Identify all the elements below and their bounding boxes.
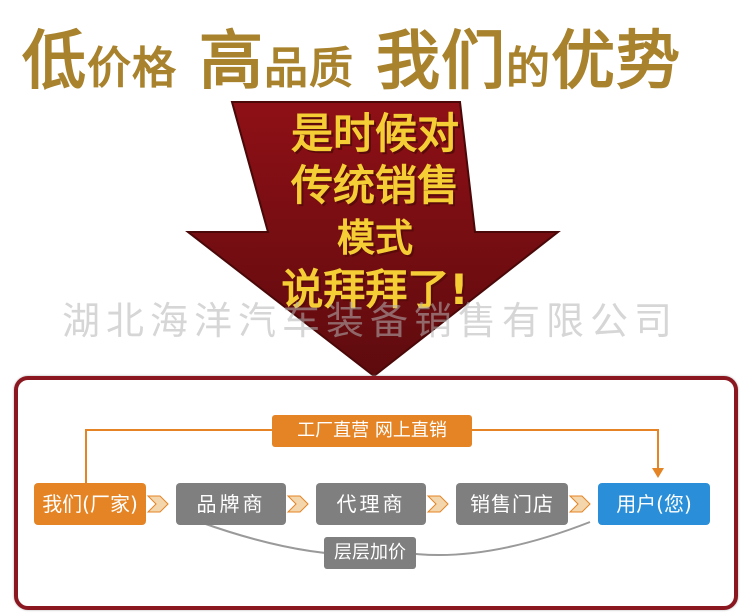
direct-sale-label: 工厂直营 网上直销 bbox=[272, 415, 472, 447]
headline-de: 的 bbox=[506, 43, 551, 94]
node-brand: 品牌商 bbox=[176, 483, 286, 525]
direct-arrowhead bbox=[652, 468, 664, 478]
down-arrow-shape bbox=[185, 101, 561, 378]
headline-advantage: 优势 bbox=[551, 25, 681, 99]
node-user: 用户(您) bbox=[598, 483, 710, 525]
watermark: 湖北海洋汽车装备销售有限公司 bbox=[62, 299, 679, 343]
node-agent: 代理商 bbox=[316, 483, 426, 525]
headline-quality: 品质 bbox=[264, 43, 354, 94]
chevron-1 bbox=[146, 495, 169, 513]
arrow-line-3: 模式 bbox=[336, 216, 413, 260]
arrow-line-4: 说拜拜了! bbox=[281, 265, 469, 314]
headline-we: 我们 bbox=[376, 25, 506, 99]
headline-low: 低 bbox=[22, 25, 87, 99]
headline-high: 高 bbox=[199, 25, 264, 99]
arrow-line-2: 传统销售 bbox=[290, 161, 459, 210]
arrow-line-1: 是时候对 bbox=[290, 109, 459, 158]
headline-price: 价格 bbox=[87, 43, 177, 94]
chevron-4 bbox=[568, 495, 591, 513]
markup-label: 层层加价 bbox=[324, 537, 416, 569]
node-store: 销售门店 bbox=[456, 483, 568, 525]
chevron-3 bbox=[426, 495, 449, 513]
chevron-2 bbox=[286, 495, 309, 513]
headline: 低价格高品质我们的优势 bbox=[22, 10, 742, 99]
node-factory: 我们(厂家) bbox=[34, 483, 146, 525]
